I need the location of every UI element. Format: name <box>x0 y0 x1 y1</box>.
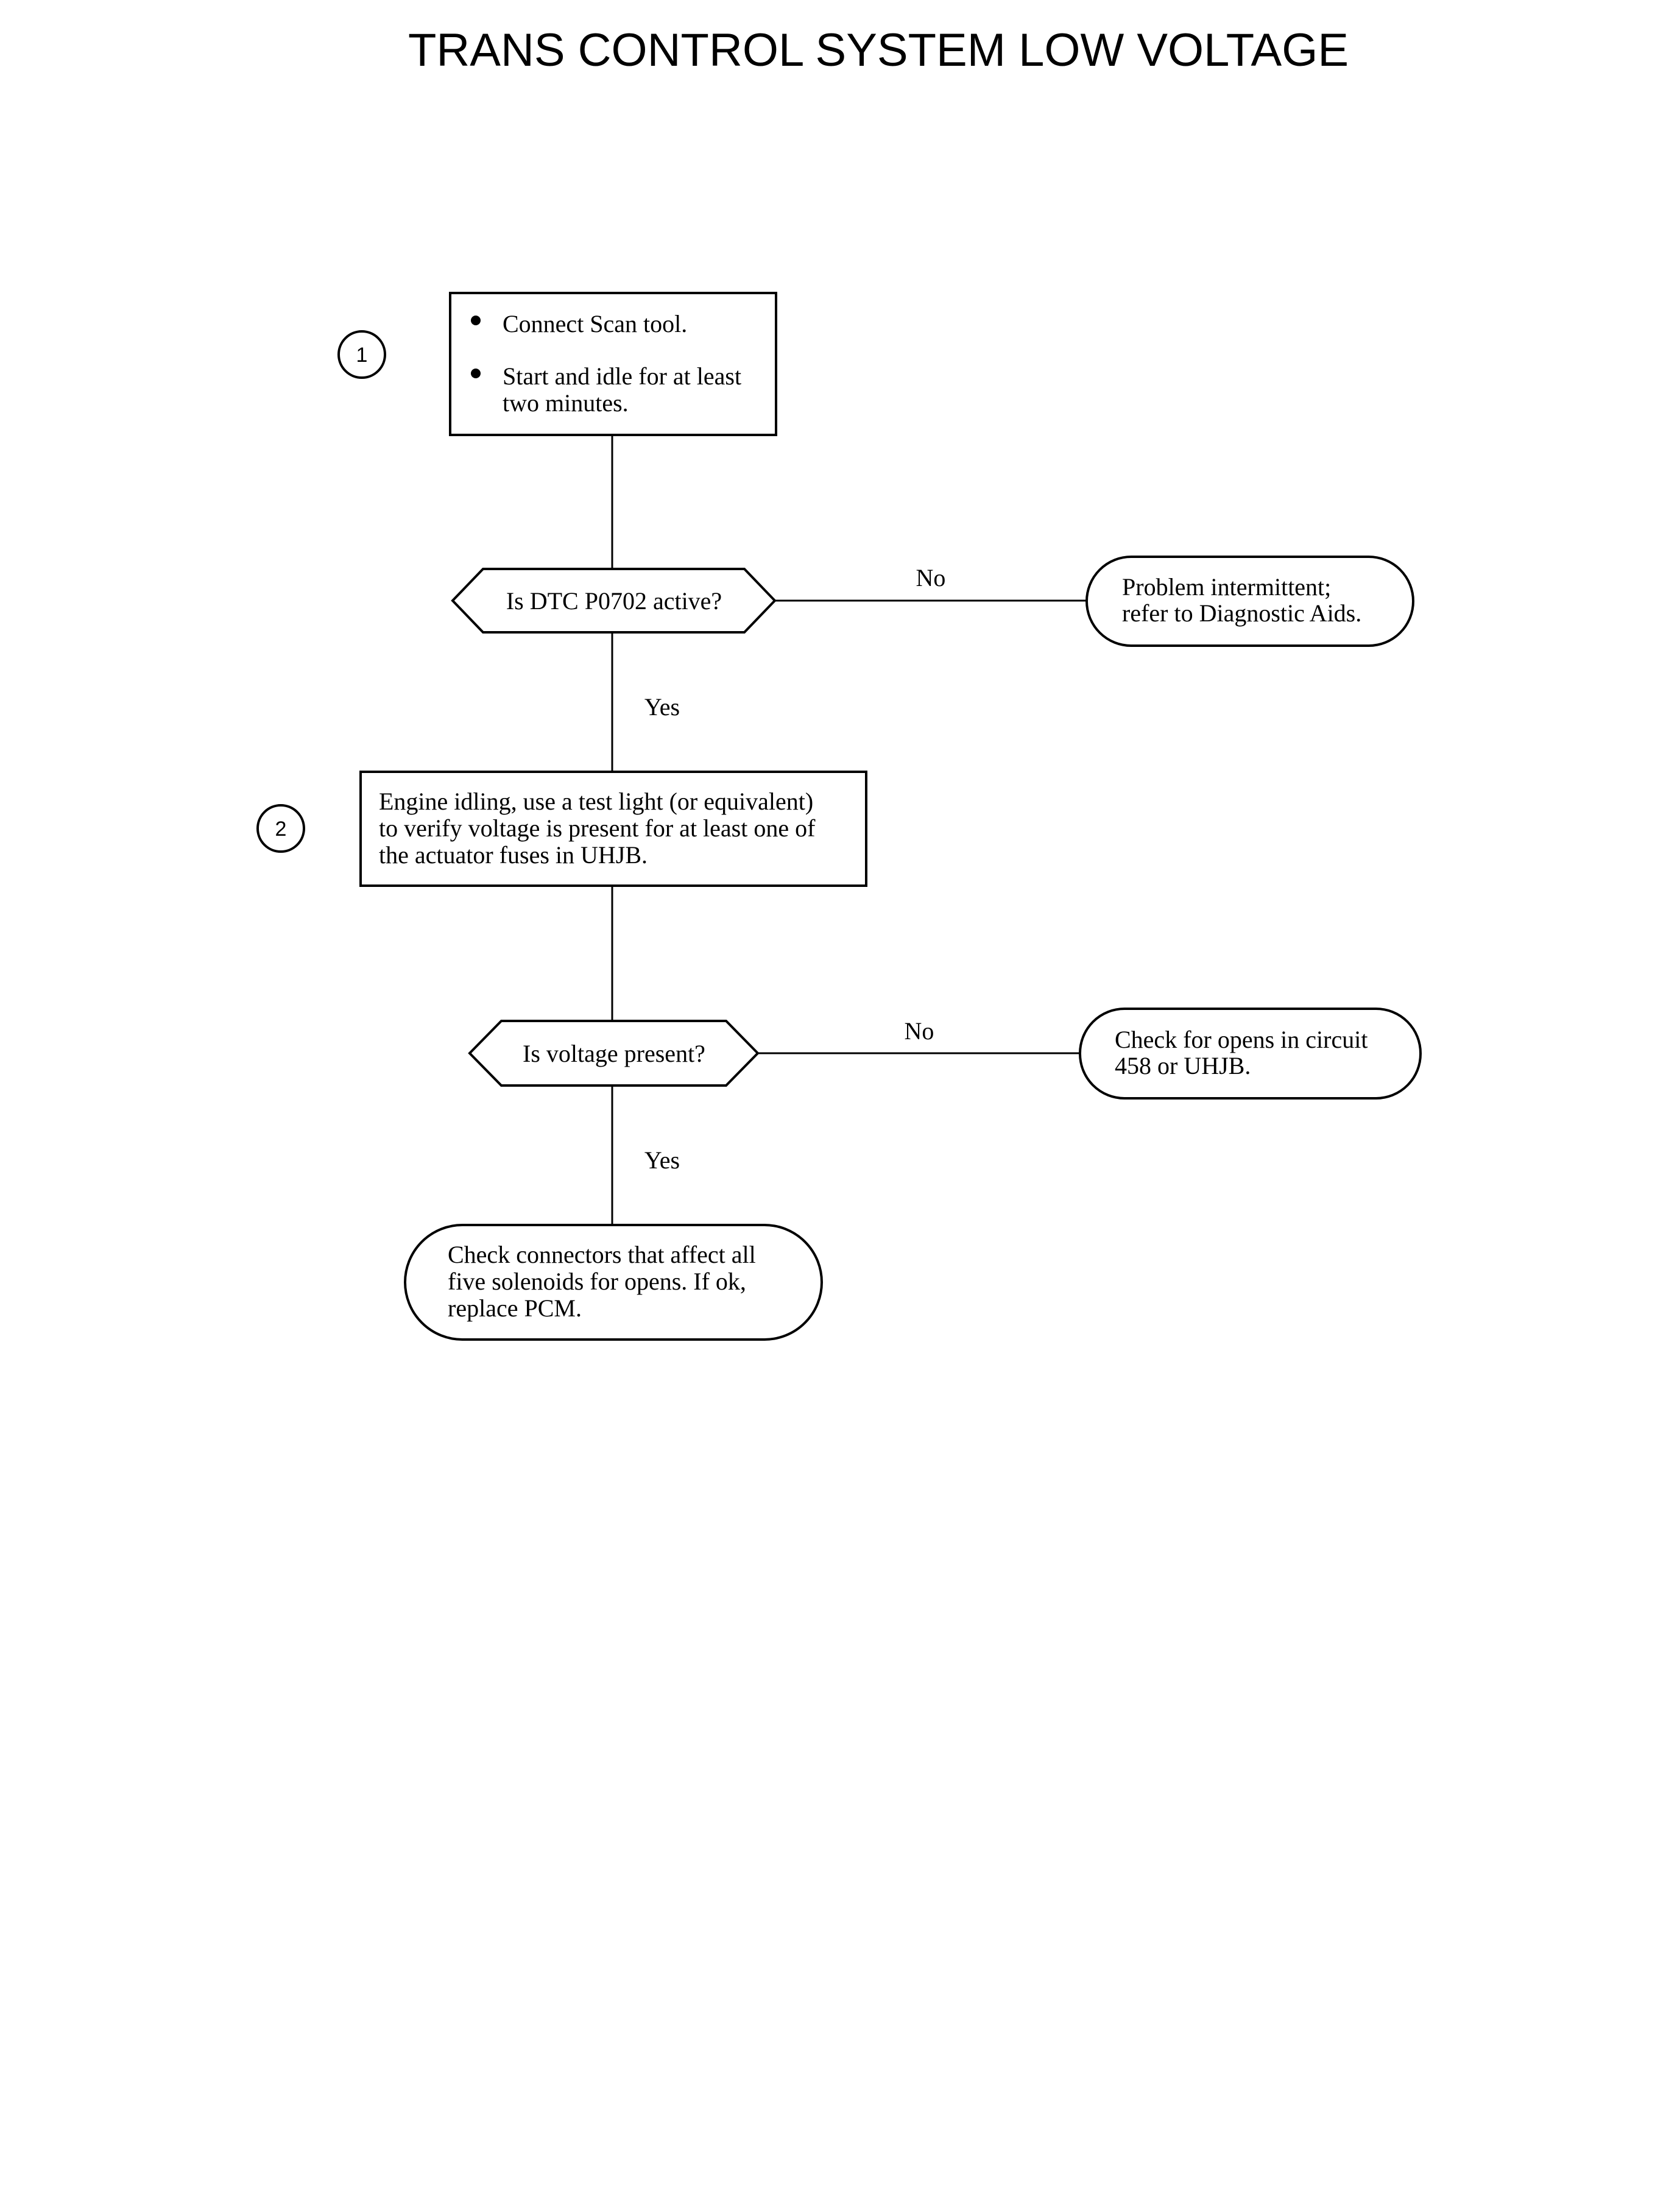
step-1-bullet-2: Start and idle for at least <box>503 362 741 390</box>
decision-2: Is voltage present? No Yes <box>468 1017 934 1174</box>
terminal-1-box <box>1085 556 1414 647</box>
step-number: 2 <box>275 817 287 841</box>
step-2-line-2: to verify voltage is present for at leas… <box>379 814 816 842</box>
terminal-3-box <box>404 1224 823 1341</box>
decision-1-diamond <box>451 568 777 634</box>
terminal-1-line-1: Problem intermittent; <box>1122 573 1331 601</box>
terminal-2-line-1: Check for opens in circuit <box>1115 1026 1368 1053</box>
terminal-3-line-2: five solenoids for opens. If ok, <box>448 1268 746 1295</box>
step-2: 2 Engine idling, use a test light (or eq… <box>256 771 867 887</box>
decision-2-question: Is voltage present? <box>523 1040 705 1067</box>
step-number: 1 <box>356 344 368 367</box>
terminal-1-line-2: refer to Diagnostic Aids. <box>1122 599 1361 627</box>
step-1-bullet-1: Connect Scan tool. <box>503 310 687 337</box>
step-2-line-1: Engine idling, use a test light (or equi… <box>379 788 813 815</box>
page-title: TRANS CONTROL SYSTEM LOW VOLTAGE <box>408 24 1349 76</box>
bullet-icon <box>471 369 481 378</box>
terminal-3: Check connectors that affect all five so… <box>404 1224 823 1341</box>
decision-1-no-label: No <box>916 564 946 591</box>
step-1: 1 Connect Scan tool. Start and idle for … <box>337 292 777 436</box>
step-2-line-3: the actuator fuses in UHJB. <box>379 841 648 869</box>
terminal-2: Check for opens in circuit 458 or UHJB. <box>1079 1008 1422 1100</box>
step-number-circle <box>256 804 305 853</box>
decision-2-diamond <box>468 1020 760 1087</box>
terminal-3-line-1: Check connectors that affect all <box>448 1241 756 1268</box>
terminal-1: Problem intermittent; refer to Diagnosti… <box>1085 556 1414 647</box>
terminal-3-line-3: replace PCM. <box>448 1294 582 1322</box>
terminal-2-box <box>1079 1008 1422 1100</box>
decision-1-yes-label: Yes <box>644 693 680 721</box>
decision-2-no-label: No <box>905 1017 934 1045</box>
step-1-bullet-2-cont: two minutes. <box>503 389 629 417</box>
bullet-icon <box>471 316 481 325</box>
decision-1: Is DTC P0702 active? No Yes <box>451 564 946 721</box>
terminal-2-line-2: 458 or UHJB. <box>1115 1052 1251 1079</box>
step-1-box <box>449 292 777 436</box>
decision-2-yes-label: Yes <box>644 1146 680 1174</box>
step-number-circle <box>337 330 386 379</box>
step-2-box <box>359 771 867 887</box>
decision-1-question: Is DTC P0702 active? <box>506 587 722 615</box>
